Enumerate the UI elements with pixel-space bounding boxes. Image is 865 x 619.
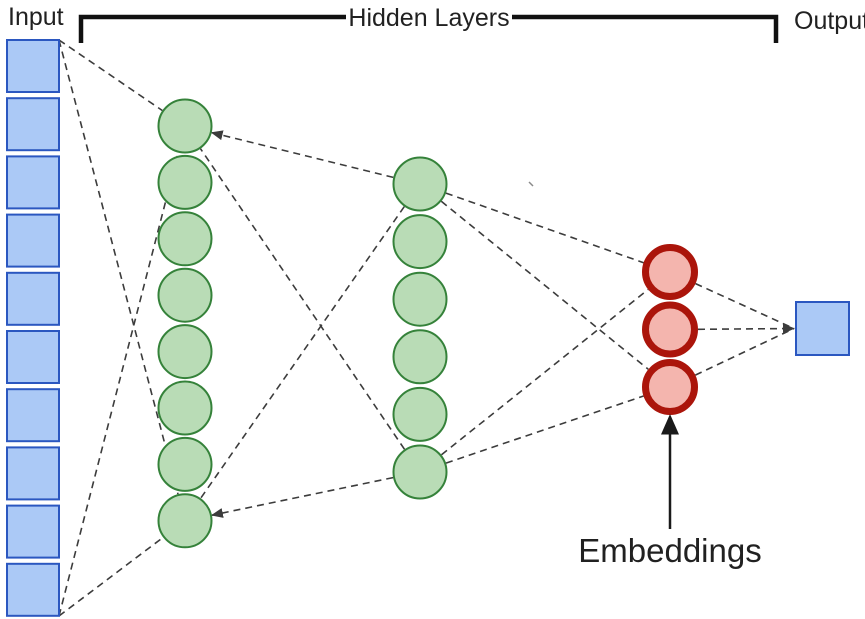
input-node [6,155,60,210]
input-node [6,213,60,268]
hidden-1-node [157,98,213,154]
connector-line [200,206,405,499]
connector-line [58,39,163,112]
connector-line [440,200,649,370]
hidden-1-node [157,154,213,210]
connector-line [58,536,164,617]
hidden-2-node [392,329,448,385]
hidden-layers-label: Hidden Layers [348,4,509,32]
connector-line [445,192,644,264]
hidden-1-node [157,436,213,492]
connector-line [58,39,179,495]
connector-line [445,395,644,464]
input-label: Input [8,3,64,31]
connector-line [694,327,795,376]
hidden-2-node [392,214,448,270]
input-node [6,446,60,501]
embedding-node [642,359,698,415]
hidden-1-node [157,267,213,323]
hidden-1-node [157,380,213,436]
embeddings-label: Embeddings [578,532,761,569]
input-node [6,388,60,443]
input-node [6,504,60,559]
embedding-node [642,301,698,358]
input-node [6,39,60,93]
connector-line [210,130,394,179]
input-node [6,97,60,152]
input-node [6,271,60,326]
hidden-1-node [157,324,213,380]
connector-line [695,282,795,330]
connector-line [441,288,649,456]
connector-line [210,476,394,518]
embedding-node [642,244,698,300]
hidden-2-node [392,156,448,212]
hidden-2-node [392,444,448,500]
hidden-2-node [392,386,448,442]
input-node [6,330,60,384]
hidden-2-node [392,271,448,327]
connector-line [58,152,179,617]
stray-mark [528,181,534,187]
output-label: Output [794,7,865,35]
connector-line [199,148,406,450]
hidden-1-node [157,211,213,267]
connector-lines [58,39,795,617]
input-node [6,562,60,617]
network-nodes [6,39,850,617]
connector-line [697,323,795,334]
hidden-1-node [157,493,213,549]
embeddings-arrow-head [661,414,679,435]
hidden-layers-label-bg [346,1,512,31]
output-node [795,301,850,356]
